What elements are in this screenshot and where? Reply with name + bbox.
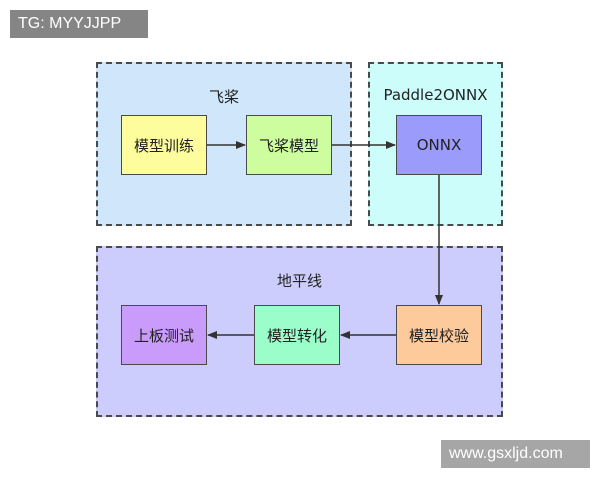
node-onnx: ONNX [396, 115, 482, 175]
watermark-bottom-right: www.gsxljd.com [441, 440, 590, 468]
watermark-top-left: TG: MYYJJPP [10, 10, 148, 38]
node-model-training: 模型训练 [121, 115, 207, 175]
node-paddle-model: 飞桨模型 [246, 115, 332, 175]
node-model-convert: 模型转化 [254, 305, 340, 365]
group-label-horizon: 地平线 [276, 272, 322, 290]
group-label-paddle: 飞桨 [208, 88, 239, 106]
node-board-test: 上板测试 [121, 305, 207, 365]
group-label-paddle2onnx: Paddle2ONNX [383, 86, 488, 104]
node-model-verify: 模型校验 [396, 305, 482, 365]
